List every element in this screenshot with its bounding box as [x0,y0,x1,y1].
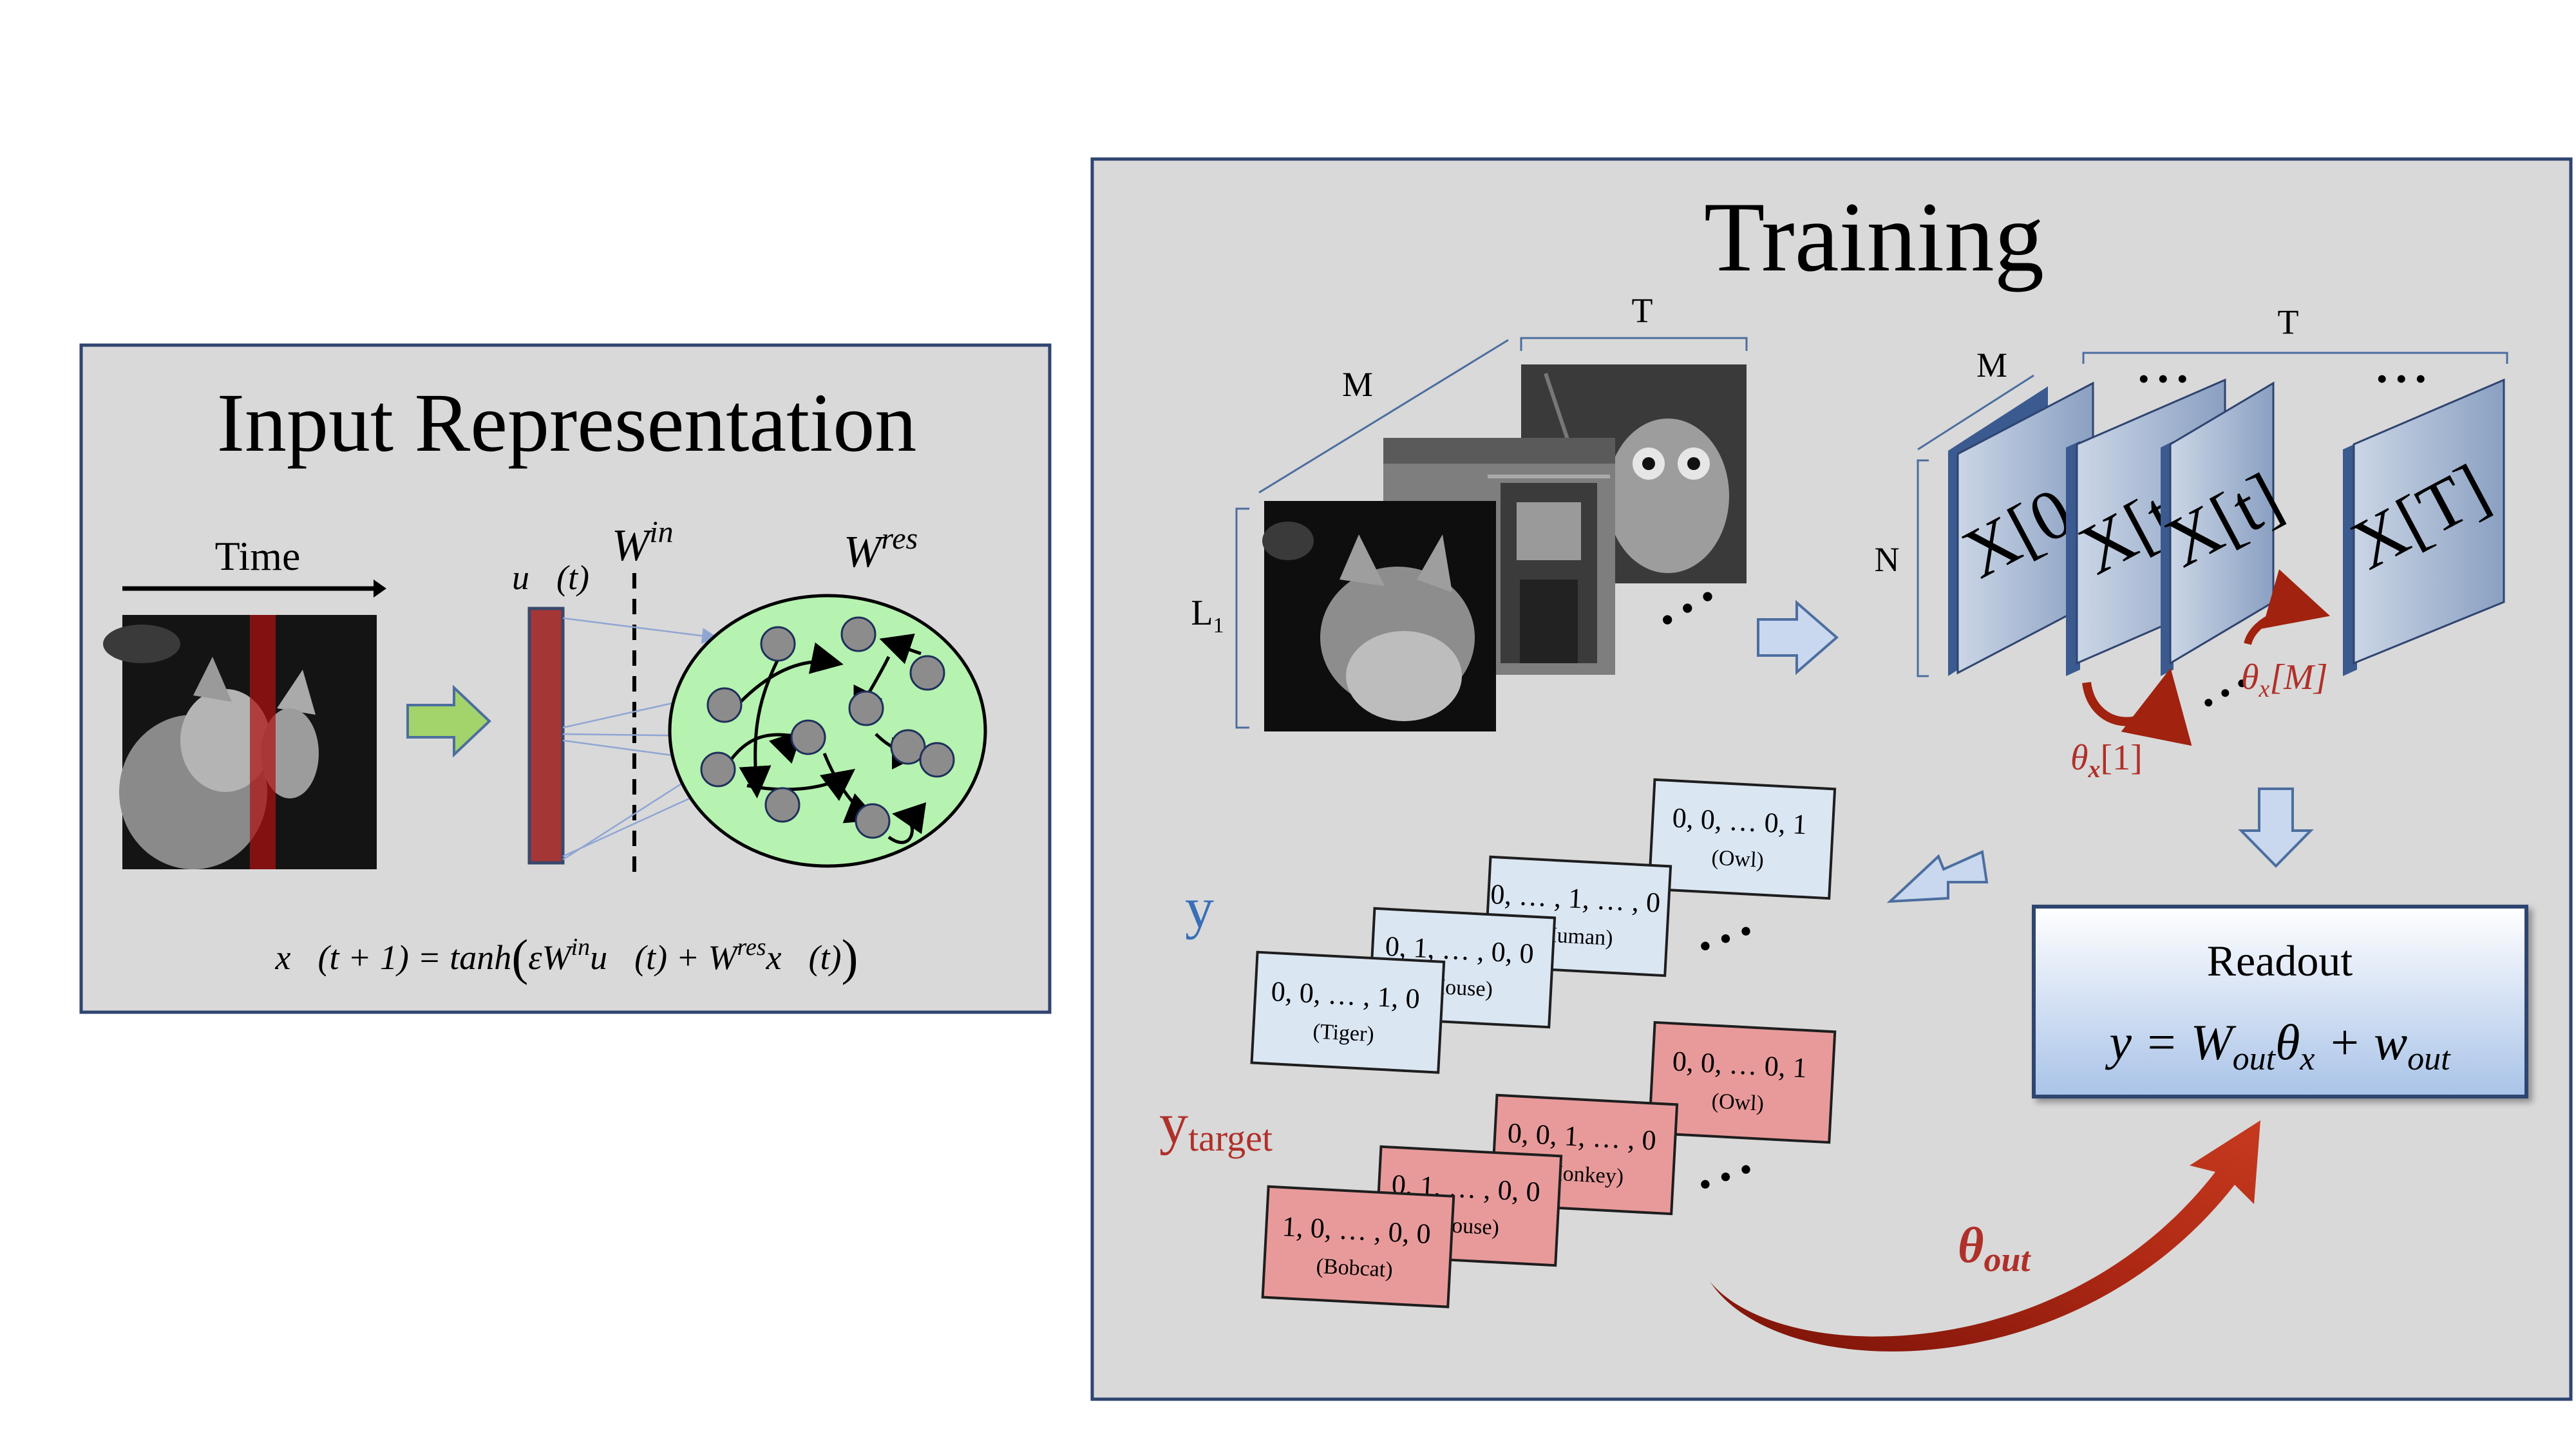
dim-t-left: T [1632,291,1653,330]
u-vector-label: u⃗(t) [512,558,589,597]
dim-t-right: T [2278,303,2299,341]
blue-right-arrow-icon [1757,599,1839,675]
y-card-tiger: 0, 0, … , 1, 0 (Tiger) [1250,950,1446,1074]
state-frame-T: X[T] [2339,378,2505,676]
y-card-owl-label: (Owl) [1711,846,1765,872]
theta-out-label: θout [1958,1217,2032,1279]
target-card-bobcat-vector: 1, 0, … , 0, 0 [1282,1211,1432,1250]
y-target-cards: 0, 0, … 0, 1 (Owl) 0, 0, 1, … , 0 (Monke… [1261,1021,1837,1308]
dim-t-left-bracket [1520,337,1748,351]
bobcat-image [1262,501,1496,731]
readout-frame [2032,905,2528,1098]
dim-l-label: L1 [1191,593,1224,637]
blue-down-arrow-icon [2238,787,2314,868]
dim-l-bracket [1235,507,1249,729]
dim-m-left-bracket [1258,339,1509,494]
readout-box: Readout y = Woutθx + wout [2032,905,2528,1098]
theta-x1-curved-arrow [2082,668,2192,746]
readout-equation: y = Woutθx + wout [2105,1014,2451,1077]
reservoir-neurons [700,616,955,839]
y-target-label: ytarget [1159,1092,1273,1159]
reservoir-ellipse [668,594,987,868]
dim-n-bracket [1917,459,1929,677]
y-card-owl-vector: 0, 0, … 0, 1 [1672,802,1808,840]
y-output-cards: 0, 0, … 0, 1 (Owl) 0, … , 1, … , 0 (Huma… [1250,778,1837,1074]
w-in-label: Win [612,515,674,570]
training-panel: Training M T L1 [1090,157,2573,1401]
dim-m-right-bracket [1917,374,2034,451]
input-vector-bar [527,607,565,865]
state-ellipsis-top-1: • • • [2138,361,2188,397]
dim-n-label: N [1875,540,1900,579]
state-frame-t2: X[t] [2153,381,2294,676]
bobcat-input-image [103,615,377,869]
input-representation-panel: Input Representation Time u⃗(t) Win [79,343,1052,1014]
target-card-monkey-vector: 0, 0, 1, … , 0 [1507,1117,1657,1156]
training-panel-title: Training [1704,182,2044,292]
time-arrow-head [374,580,386,598]
target-card-owl: 0, 0, … 0, 1 (Owl) [1647,1021,1837,1144]
green-right-arrow-icon [406,684,491,758]
target-card-owl-label: (Owl) [1711,1089,1765,1116]
y-card-tiger-vector: 0, 0, … , 1, 0 [1271,976,1421,1015]
theta-xM-label: θx[M] [2241,657,2328,702]
y-label: y [1185,876,1214,940]
time-label: Time [215,533,301,579]
target-card-bobcat: 1, 0, … , 0, 0 (Bobcat) [1261,1185,1455,1308]
y-card-tiger-label: (Tiger) [1312,1019,1375,1046]
theta-xM-curved-arrow [2244,569,2331,645]
y-card-owl: 0, 0, … 0, 1 (Owl) [1647,778,1837,900]
reservoir-update-equation: x⃗(t + 1) = tanh(εWinu⃗(t) + Wresx⃗(t)) [274,929,858,985]
theta-x1-label: θx[1] [2070,738,2143,783]
state-frame-0: X[0 [1948,381,2094,676]
w-res-label: Wres [844,522,918,577]
state-frames: X[0 • • • X[t X[t] • • • X[T] [1948,361,2505,676]
input-panel-title: Input Representation [217,377,917,469]
time-slice-column [250,615,276,869]
dim-m-right: M [1976,346,2007,384]
blue-left-arrow-icon [1886,850,1989,903]
dim-m-left: M [1342,365,1373,404]
target-card-bobcat-label: (Bobcat) [1316,1254,1394,1282]
readout-title: Readout [2207,936,2353,985]
state-ellipsis-top-2: • • • [2376,361,2427,397]
target-card-owl-vector: 0, 0, … 0, 1 [1672,1045,1808,1084]
stacked-input-images: • • • [1262,364,1747,731]
dim-t-right-bracket [2082,352,2508,364]
